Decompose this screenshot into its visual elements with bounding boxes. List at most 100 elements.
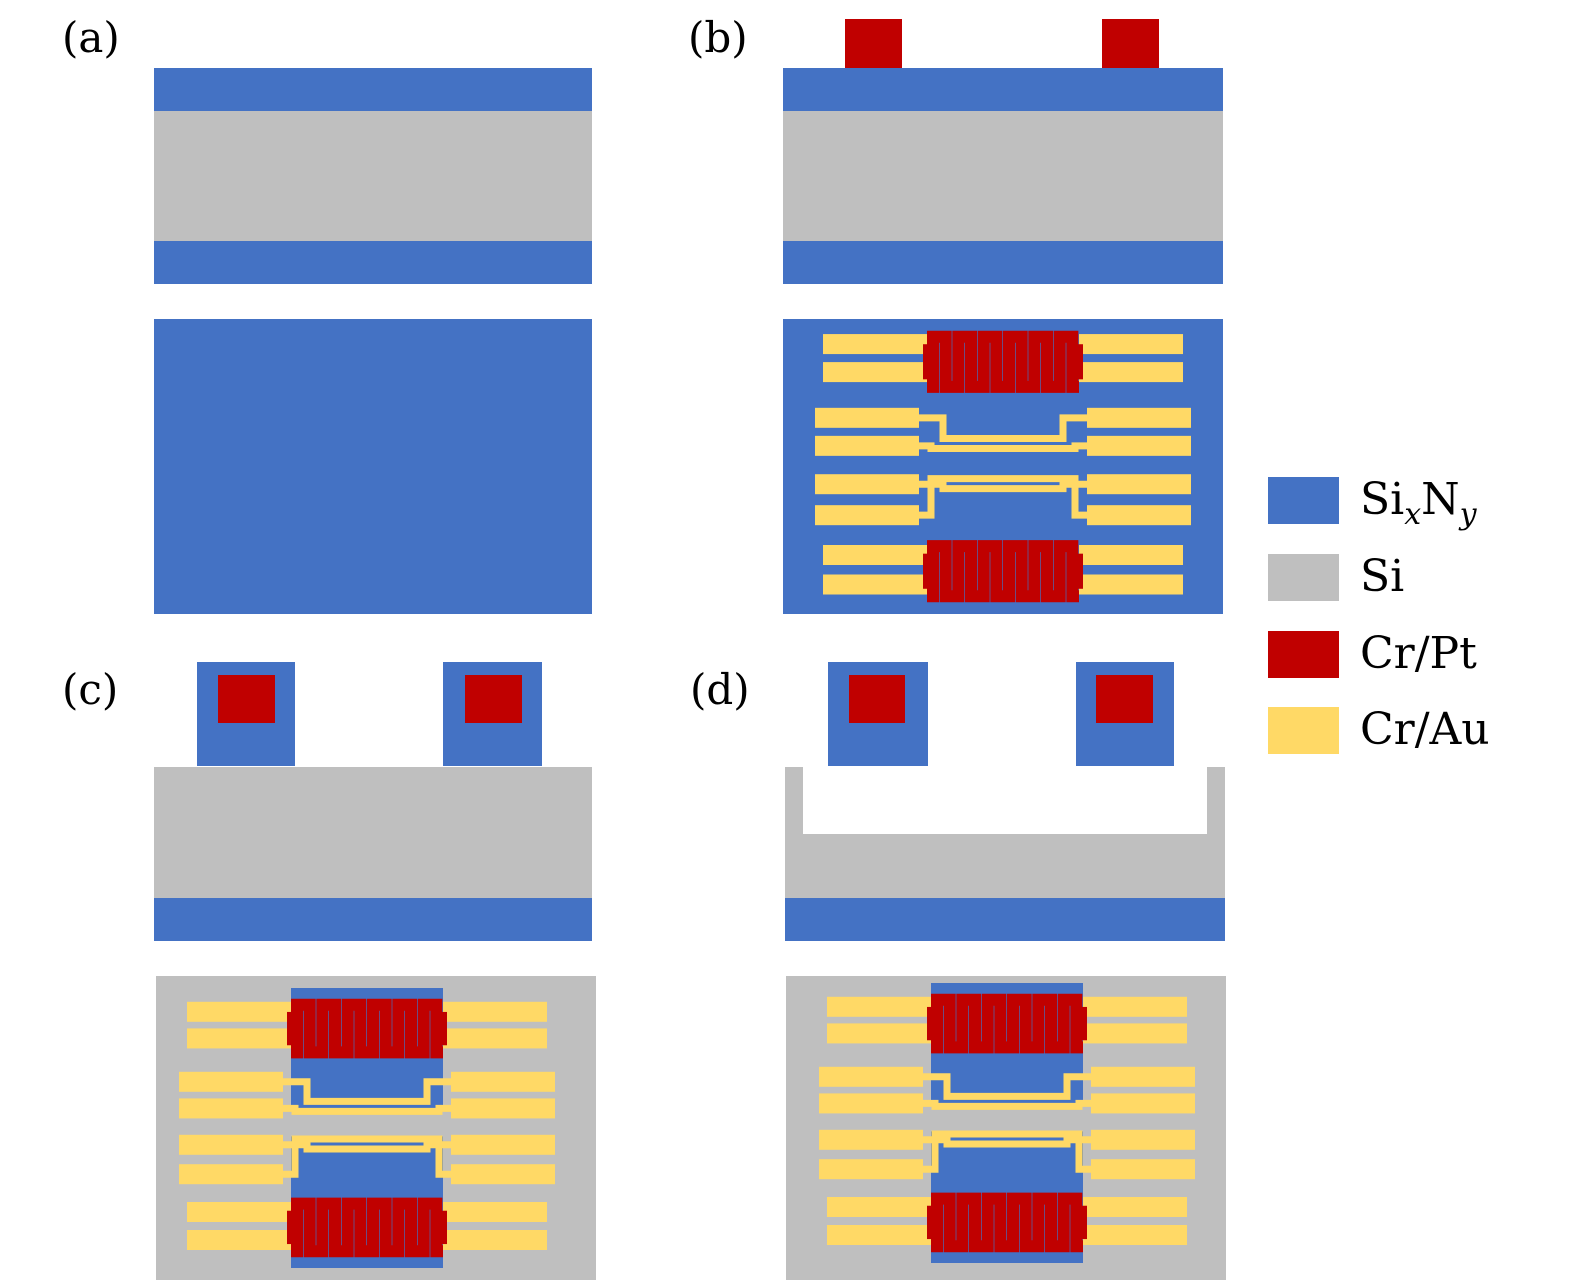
bond-pad-right [1083, 1197, 1187, 1217]
bond-pad-right [1087, 474, 1191, 495]
bond-pad-right [443, 1028, 547, 1049]
panel-c-top-view [156, 976, 596, 1280]
sensor-trace [919, 414, 1087, 442]
sixny-top-layer [783, 68, 1223, 111]
sixny-bottom-layer [785, 898, 1225, 941]
panel-a-cross-section [154, 68, 592, 284]
bond-pad-left [819, 1066, 923, 1087]
sensor-trace [923, 1130, 1091, 1173]
panel-label-c: (c) [62, 665, 118, 714]
sensor-trace [923, 1136, 1091, 1148]
panel-label-d: (d) [690, 665, 750, 714]
heater-contact [439, 1011, 447, 1046]
bond-pad-right [451, 1134, 555, 1155]
bond-pad-left [827, 1225, 931, 1245]
bond-pad-left [187, 1028, 291, 1049]
bond-pad-right [451, 1071, 555, 1092]
bond-pad-left [815, 435, 919, 456]
bond-pad-left [827, 996, 931, 1017]
legend-label-crpt: Cr/Pt [1360, 628, 1477, 679]
bond-pad-left [187, 1230, 291, 1250]
panel-a-top-view [154, 319, 592, 614]
bond-pad-right [1087, 407, 1191, 428]
legend: SixNy Si Cr/Pt Cr/Au [1268, 474, 1490, 755]
legend-label-si: Si [1360, 551, 1404, 602]
bond-pad-left [187, 1001, 291, 1022]
bond-pad-right [443, 1230, 547, 1250]
panel-a [154, 68, 592, 614]
heater-left [845, 19, 902, 68]
heater-contact [927, 1205, 935, 1240]
bond-pad-right [443, 1001, 547, 1022]
panel-d [785, 662, 1226, 1280]
panel-b-cross-section [783, 19, 1223, 284]
sensor-trace [919, 475, 1087, 519]
bond-pad-left [179, 1164, 283, 1185]
device-layout [815, 330, 1191, 603]
heater-meander [931, 993, 1083, 1054]
panel-d-cross-section [785, 662, 1225, 941]
bond-pad-left [823, 334, 927, 355]
bond-pad-left [827, 1197, 931, 1217]
heater-meander [291, 1197, 443, 1258]
heater-right [1096, 675, 1153, 723]
sensor-trace [283, 1135, 451, 1178]
heater-meander [931, 1192, 1083, 1253]
panel-c-cross-section [154, 662, 592, 941]
bond-pad-left [187, 1202, 291, 1222]
bond-pad-right [1079, 574, 1183, 595]
bond-pad-right [1083, 1225, 1187, 1245]
bond-pad-left [179, 1134, 283, 1155]
legend-label-sixny: SixNy [1360, 474, 1478, 532]
sensor-trace [923, 1099, 1091, 1110]
sensor-trace [919, 480, 1087, 493]
bond-pad-left [823, 362, 927, 383]
heater-contact [1075, 344, 1083, 380]
si-substrate [154, 111, 592, 241]
bond-pad-right [1083, 1023, 1187, 1044]
panel-c [154, 662, 596, 1280]
sensor-trace [919, 442, 1087, 452]
bond-pad-right [451, 1098, 555, 1119]
sixny-bottom-layer [154, 898, 592, 941]
heater-contact [927, 1006, 935, 1041]
bond-pad-right [1087, 435, 1191, 456]
sensor-trace [923, 1073, 1091, 1100]
bond-pad-left [819, 1159, 923, 1180]
bond-pad-left [179, 1098, 283, 1119]
bond-pad-left [823, 545, 927, 565]
si-substrate [783, 111, 1223, 241]
bond-pad-left [819, 1129, 923, 1150]
bond-pad-right [1079, 334, 1183, 355]
legend-swatch-si [1268, 554, 1339, 601]
heater-contact [1079, 1006, 1087, 1041]
panel-label-b: (b) [688, 13, 748, 62]
bond-pad-right [1091, 1159, 1195, 1180]
heater-meander [291, 998, 443, 1059]
bond-pad-right [1091, 1129, 1195, 1150]
bond-pad-right [1079, 545, 1183, 565]
heater-meander [927, 330, 1079, 393]
sixny-top-layer [154, 68, 592, 111]
heater-contact [287, 1011, 295, 1046]
heater-right [465, 675, 522, 723]
panel-d-top-view [786, 976, 1226, 1280]
bond-pad-left [815, 505, 919, 526]
panel-b-top-view [783, 319, 1223, 614]
bond-pad-left [815, 407, 919, 428]
bond-pad-right [1079, 362, 1183, 383]
panel-label-a: (a) [62, 13, 120, 62]
panel-b [783, 19, 1223, 614]
si-substrate [154, 767, 592, 898]
heater-right [1102, 19, 1159, 68]
sensor-trace [283, 1104, 451, 1115]
heater-meander [927, 540, 1079, 603]
bond-pad-left [179, 1071, 283, 1092]
device-layout [819, 983, 1195, 1263]
bond-pad-right [1091, 1093, 1195, 1114]
bond-pad-left [823, 574, 927, 595]
bond-pad-right [1087, 505, 1191, 526]
sensor-trace [283, 1141, 451, 1153]
bond-pad-left [819, 1093, 923, 1114]
heater-contact [287, 1210, 295, 1245]
